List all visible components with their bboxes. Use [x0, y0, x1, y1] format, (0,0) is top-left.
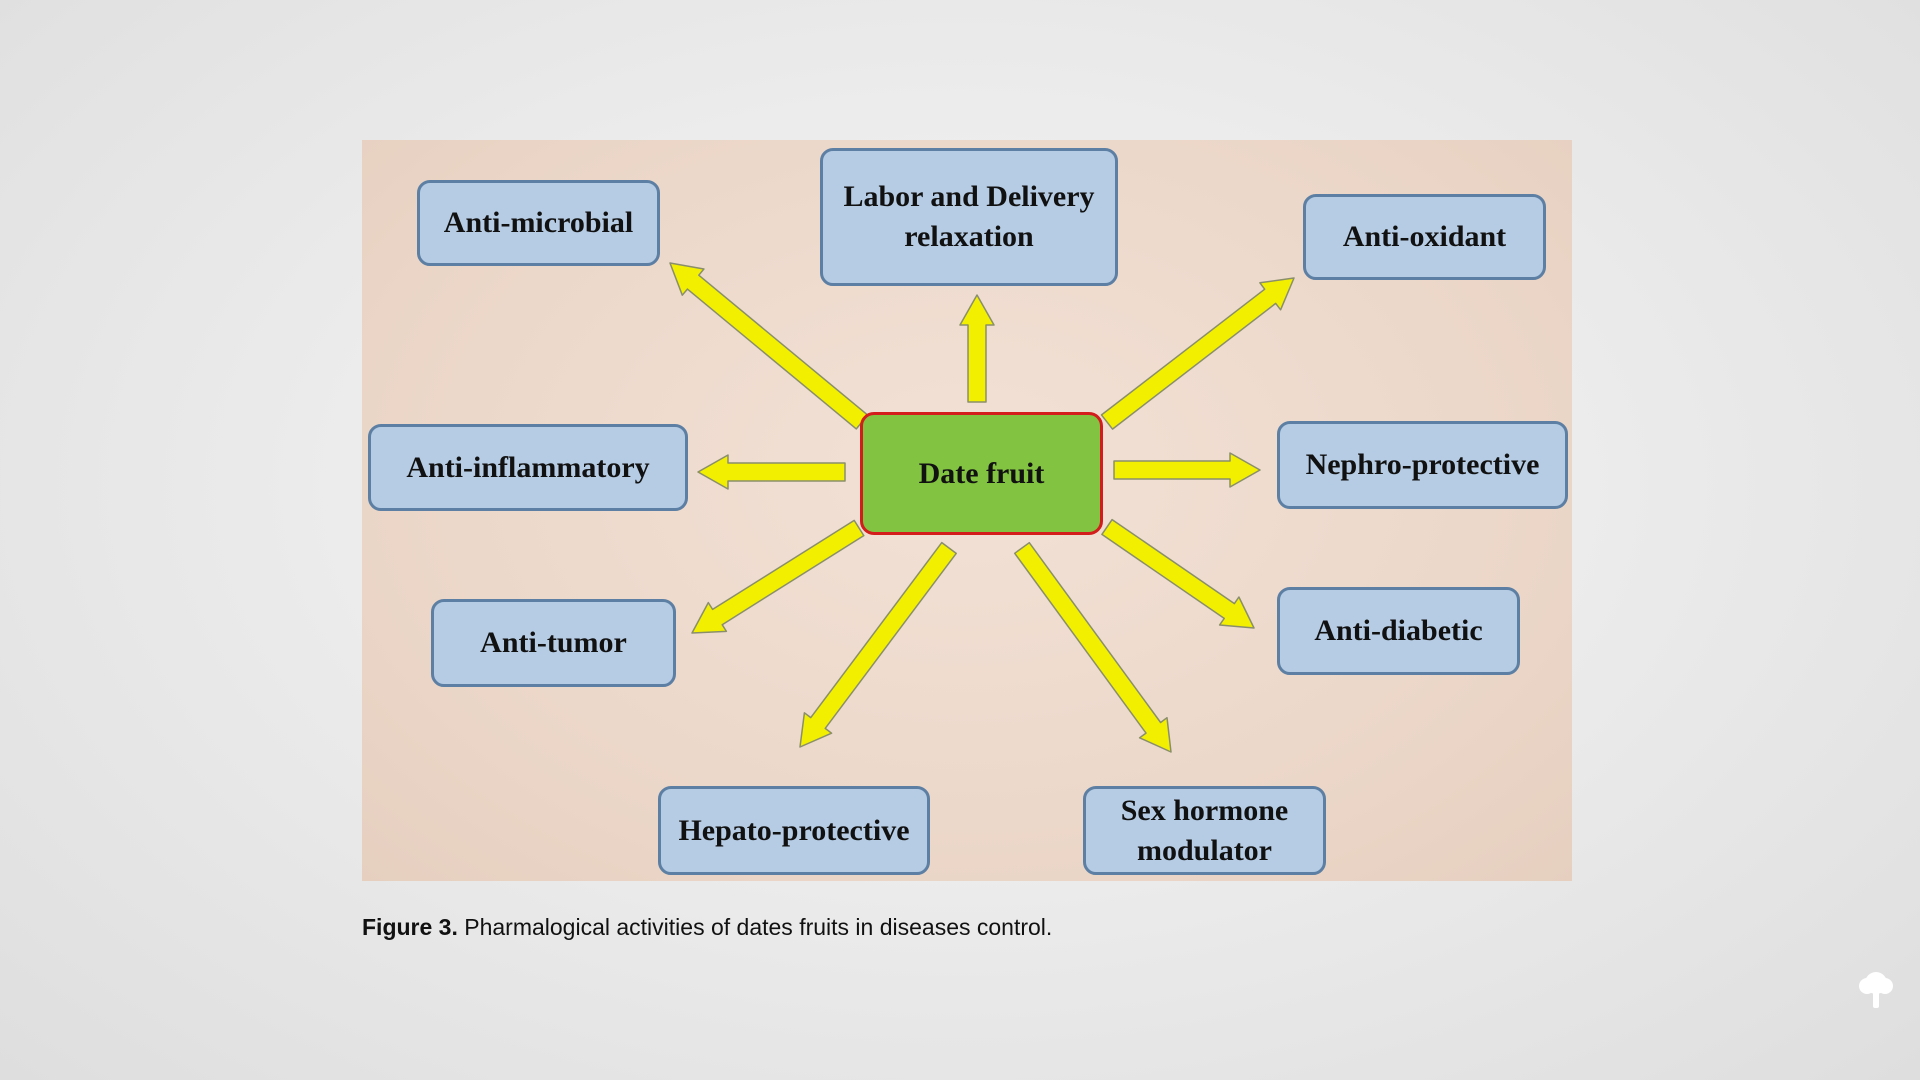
arrow-to-anti-oxidant [1100, 277, 1295, 430]
node-labor-delivery-label: Labor and Delivery relaxation [843, 180, 1095, 253]
arrows-layer [669, 262, 1295, 753]
arrow-to-anti-diabetic [1101, 518, 1255, 629]
node-sex-hormone-modulator: Sex hormone modulator [1083, 786, 1326, 875]
node-anti-inflammatory: Anti-inflammatory [368, 424, 688, 511]
node-anti-tumor-label: Anti-tumor [480, 626, 627, 660]
node-hepato-protective: Hepato-protective [658, 786, 930, 875]
node-anti-microbial-label: Anti-microbial [443, 206, 634, 240]
node-anti-microbial: Anti-microbial [417, 180, 660, 266]
arrow-to-hepato-protective [799, 541, 957, 748]
figure-caption: Figure 3. Pharmalogical activities of da… [362, 914, 1052, 941]
node-anti-oxidant: Anti-oxidant [1303, 194, 1546, 280]
node-anti-diabetic: Anti-diabetic [1277, 587, 1520, 675]
arrow-to-anti-tumor [691, 519, 865, 634]
arrow-to-sex-hormone-modulator [1013, 541, 1172, 753]
node-nephro-protective: Nephro-protective [1277, 421, 1568, 509]
node-date-fruit-label: Date fruit [918, 456, 1045, 490]
arrow-to-anti-inflammatory [697, 454, 846, 490]
node-anti-tumor: Anti-tumor [431, 599, 676, 687]
diagram-panel: Labor and Delivery relaxation Anti-micro… [362, 140, 1572, 881]
node-nephro-protective-label: Nephro-protective [1305, 448, 1540, 482]
figure-caption-text: Pharmalogical activities of dates fruits… [464, 914, 1053, 940]
tree-icon [1859, 972, 1893, 1008]
node-labor-delivery: Labor and Delivery relaxation [820, 148, 1118, 286]
arrow-to-labor-delivery [959, 294, 995, 403]
node-sex-hormone-modulator-label: Sex hormone modulator [1120, 793, 1289, 867]
node-anti-diabetic-label: Anti-diabetic [1314, 614, 1483, 648]
node-anti-inflammatory-label: Anti-inflammatory [406, 450, 650, 484]
arrow-to-anti-microbial [669, 262, 869, 430]
node-anti-oxidant-label: Anti-oxidant [1342, 220, 1507, 254]
figure-caption-label: Figure 3. [362, 914, 458, 940]
node-hepato-protective-label: Hepato-protective [678, 813, 910, 847]
arrow-to-nephro-protective [1113, 452, 1261, 488]
node-date-fruit: Date fruit [860, 412, 1103, 535]
